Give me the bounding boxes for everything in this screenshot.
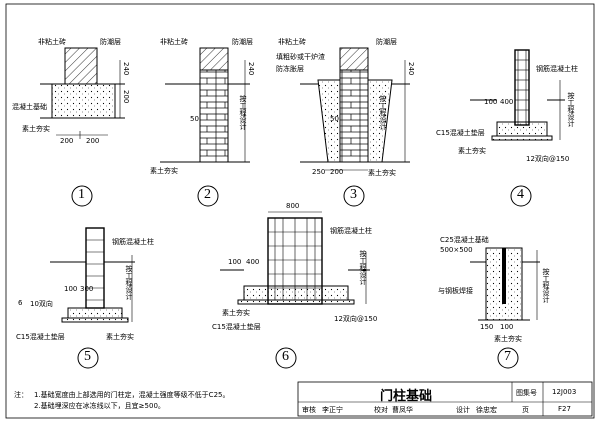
d5-w2: 300: [80, 285, 94, 293]
d7-grade: 按工程设计: [542, 268, 550, 303]
d7-base-label: C25混凝土基础: [440, 236, 489, 244]
d3-fill-label: 填粗砂或干炉渣: [276, 53, 325, 61]
d7-number: 7: [504, 349, 511, 364]
d7-soil-label: 素土夯实: [494, 335, 522, 343]
d1-h2: 200: [122, 90, 130, 104]
d7-size: 500×500: [440, 246, 473, 254]
tb-role-1: 审核: [302, 406, 316, 414]
detail-7: [470, 247, 540, 369]
drawing-title: 门柱基础: [380, 389, 433, 404]
d4-number: 4: [517, 187, 524, 202]
d1-brick-label: 非粘土砖: [38, 38, 66, 46]
d7-weld: 与钢板焊接: [438, 287, 473, 295]
note-2: 2.基础埋深应在冰冻线以下，且宜≥500。: [34, 402, 165, 410]
d4-col-label: 钢筋混凝土柱: [536, 65, 578, 73]
d3-number: 3: [350, 187, 357, 202]
d6-w1: 100: [228, 258, 242, 266]
tb-name-3: 徐忠宏: [476, 406, 497, 414]
d7-w2: 100: [500, 323, 514, 331]
tb-name-1: 李正宁: [322, 406, 343, 414]
d6-pad: C15混凝土垫层: [212, 323, 261, 331]
d2-h1: 240: [247, 62, 255, 76]
d6-col-label: 钢筋混凝土柱: [330, 227, 372, 235]
d5-col-label: 钢筋混凝土柱: [112, 238, 154, 246]
tb-role-2: 校对: [374, 406, 388, 414]
d6-grade: 按工程设计: [359, 250, 367, 285]
detail-6: [220, 211, 370, 369]
d2-dpc-label: 防潮层: [232, 38, 253, 46]
page-frame: [5, 3, 595, 419]
d1-base-label: 混凝土基础: [12, 103, 47, 111]
page-label: 页: [522, 406, 529, 414]
d5-number: 5: [84, 349, 91, 364]
d1-number: 1: [78, 187, 85, 202]
d3-dpc-label: 防潮层: [376, 38, 397, 46]
d4-pad: C15混凝土垫层: [436, 129, 485, 137]
tb-name-2: 曹凤华: [392, 406, 413, 414]
d6-number: 6: [282, 349, 289, 364]
d4-soil-label: 素土夯实: [458, 147, 486, 155]
d3-b1: 250: [312, 168, 326, 176]
d3-h1: 240: [407, 62, 415, 76]
d5-pad: C15混凝土垫层: [16, 333, 65, 341]
detail-1: [40, 47, 125, 207]
d4-w1: 100: [484, 98, 498, 106]
d5-tie: 6: [18, 299, 23, 307]
notes-prefix: 注：: [14, 391, 28, 399]
d4-w2: 400: [500, 98, 514, 106]
d2-grade: 按工程设计: [239, 95, 247, 130]
d3-soil-label: 素土夯实: [368, 169, 396, 177]
note-1: 1.基础宽度由上部选用的门柱定，混凝土强度等级不低于C25。: [34, 391, 230, 399]
d3-grade: 按工程设计: [379, 95, 387, 130]
d2-soil-label: 素土夯实: [150, 167, 178, 175]
d3-b2: 200: [330, 168, 344, 176]
detail-3: [300, 47, 410, 207]
d1-dpc-label: 防潮层: [100, 38, 121, 46]
d4-grade: 按工程设计: [567, 92, 575, 127]
d2-number: 2: [204, 187, 211, 202]
d1-h1: 240: [122, 62, 130, 76]
d5-grade: 按工程设计: [125, 265, 133, 300]
d7-w1: 150: [480, 323, 494, 331]
tb-role-3: 设计: [456, 406, 470, 414]
detail-2: [160, 47, 250, 207]
page-number: F27: [558, 405, 571, 413]
d2-d: 50: [190, 115, 199, 123]
d1-w1: 200: [60, 137, 74, 145]
d3-frost-label: 防冻胀层: [276, 65, 304, 73]
d5-soil-label: 素土夯实: [106, 333, 134, 341]
d5-w1: 100: [64, 285, 78, 293]
atlas-label: 图集号: [516, 389, 537, 397]
detail-5: [50, 227, 135, 369]
d6-rebar: 12双向@150: [334, 315, 378, 323]
d1-w2: 200: [86, 137, 100, 145]
d6-w2: 400: [246, 258, 260, 266]
d6-soil-label: 素土夯实: [222, 309, 250, 317]
d3-brick-label: 非粘土砖: [278, 38, 306, 46]
d6-w: 800: [286, 202, 300, 210]
atlas-number: 12J003: [552, 388, 577, 396]
detail-4: [470, 49, 565, 207]
d1-soil-label: 素土夯实: [22, 125, 50, 133]
d4-rebar: 12双向@150: [526, 155, 570, 163]
d3-d: 50: [330, 115, 339, 123]
d5-tie2: 10双向: [30, 300, 53, 308]
title-block-lines: [297, 381, 593, 417]
d2-brick-label: 非粘土砖: [160, 38, 188, 46]
